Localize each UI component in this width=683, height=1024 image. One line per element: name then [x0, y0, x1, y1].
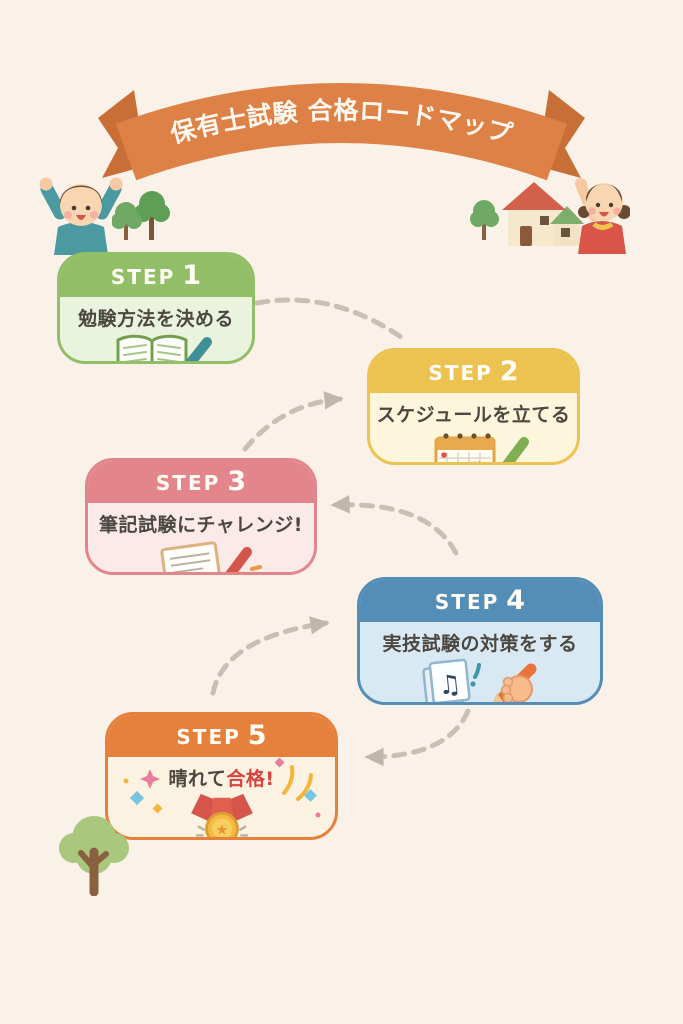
step-2-text: スケジュールを立てる: [376, 404, 571, 426]
girl-waving-icon: [575, 178, 630, 254]
arrow-step4-step3: [330, 495, 459, 556]
step-5-text: 晴れて合格!: [168, 764, 274, 791]
arrow-step5-step4: [210, 616, 330, 696]
svg-text:♫: ♫: [437, 669, 463, 701]
boy-waving-icon: [39, 177, 123, 255]
step-4-text: 実技試験の対策をする: [382, 633, 578, 655]
title-banner: 保有士試験 合格ロードマップ: [98, 83, 585, 181]
music-cards-and-hand-pencil-icon: ♫: [405, 657, 555, 702]
open-book-and-pencil-icon: [96, 332, 216, 361]
arrow-step3-step2: [242, 391, 344, 452]
house-icon: [502, 182, 584, 246]
arrow-step1-step2: [254, 297, 407, 342]
step-3-number: 3: [227, 466, 247, 497]
step-4-header: STEP 4: [360, 580, 600, 622]
paper-and-pencil-icon: [136, 538, 266, 572]
step-4-number: 4: [506, 585, 526, 616]
step-3-header: STEP 3: [88, 461, 314, 503]
step-1-label: STEP: [110, 265, 176, 289]
step-1-number: 1: [182, 260, 202, 291]
step-5-card: STEP 5 晴れて合格!: [105, 712, 338, 840]
svg-text:★: ★: [215, 822, 228, 838]
step-2-label: STEP: [428, 361, 493, 385]
bottom-tree-icon: [59, 816, 129, 896]
step-5-label: STEP: [176, 725, 241, 749]
medal-icon: ★: [182, 792, 262, 838]
step-3-text: 筆記試験にチャレンジ!: [99, 514, 303, 536]
step-5-text-highlight: 合格!: [226, 768, 275, 790]
step-2-number: 2: [499, 356, 519, 387]
step-3-label: STEP: [155, 471, 221, 495]
calendar-and-pencil-icon: [414, 428, 534, 462]
two-trees-icon: [112, 191, 170, 240]
step-1-card: STEP 1 勉験方法を決める: [57, 252, 255, 364]
arrow-step4-step5: [364, 708, 471, 767]
small-tree-icon: [470, 200, 499, 240]
step-4-label: STEP: [434, 590, 500, 614]
step-5-number: 5: [247, 720, 267, 751]
step-2-header: STEP 2: [370, 351, 577, 393]
step-5-header: STEP 5: [108, 715, 335, 757]
step-1-header: STEP 1: [60, 255, 252, 297]
step-1-text: 勉験方法を決める: [77, 308, 234, 330]
step-5-text-prefix: 晴れて: [168, 768, 227, 790]
step-2-card: STEP 2 スケジュールを立てる: [367, 348, 580, 465]
house-and-girl-group: [470, 178, 630, 254]
step-4-card: STEP 4 実技試験の対策をする ♫: [357, 577, 603, 705]
step-3-card: STEP 3 筆記試験にチャレンジ!: [85, 458, 317, 575]
